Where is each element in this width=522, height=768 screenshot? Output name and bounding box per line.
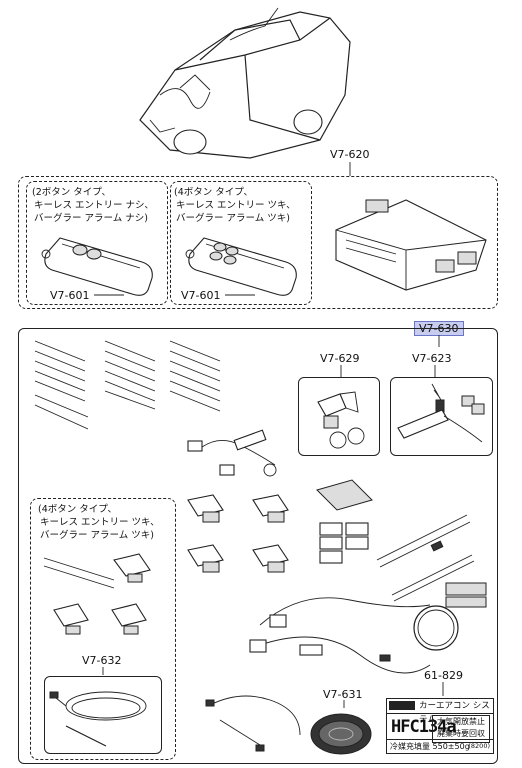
lower-group-frame [18, 328, 498, 764]
part-label-v7-601-b: V7-601 [181, 289, 221, 302]
label-footer: 冷媒充填量 550±50g (8200) [387, 739, 493, 753]
label-black-tag [389, 701, 415, 710]
v7-623-antenna [397, 383, 485, 443]
v7-631-siren [310, 713, 372, 755]
mounting-clips [187, 494, 289, 573]
lower-4button-note-3: バーグラー アラーム ツキ) [40, 530, 154, 541]
leader-61-829 [442, 682, 444, 696]
label-header: カーエアコン システム [387, 699, 493, 725]
leader-v7-631 [343, 700, 345, 708]
upper-group-frame [18, 176, 498, 309]
lower-4button-parts [43, 553, 151, 635]
part-label-v7-601-a: V7-601 [50, 289, 90, 302]
leader-v7-623 [434, 365, 436, 377]
lower-4button-note-1: (4ボタン タイプ、 [38, 504, 117, 515]
main-harness [249, 597, 431, 674]
long-cable-ties [376, 514, 487, 608]
v7-632-harness [49, 691, 147, 747]
refrigerant-label: カーエアコン システム HFC134a 大気開放禁止 廃棄時要回収 冷媒充填量 … [386, 698, 494, 754]
cable-ties-set [34, 340, 221, 430]
v7-629-sensor [317, 391, 365, 449]
label-warning: 大気開放禁止 廃棄時要回収 [432, 715, 490, 743]
part-label-v7-631: V7-631 [323, 688, 363, 701]
leader-v7-629 [340, 365, 342, 377]
part-label-v7-623: V7-623 [412, 352, 452, 365]
key-2button-note-2: キーレス エントリー ナシ、 [34, 200, 154, 211]
part-label-v7-632: V7-632 [82, 654, 122, 667]
control-module [335, 199, 487, 291]
leader-v7-601-b [225, 294, 255, 296]
part-label-v7-620: V7-620 [330, 148, 370, 161]
key-2button-frame [26, 181, 168, 305]
car-illustration [139, 7, 351, 159]
key-2button-note-1: (2ボタン タイプ、 [32, 187, 111, 198]
seal-ring [413, 605, 459, 651]
part-label-61-829: 61-829 [424, 669, 463, 682]
v7-629-frame [298, 377, 380, 456]
leader-v7-601-a [94, 294, 124, 296]
label-refrigerant: HFC134a [391, 717, 457, 737]
key-4button-note-2: キーレス エントリー ツキ、 [176, 200, 296, 211]
key-4button-fob [185, 237, 297, 296]
key-4button-note-1: (4ボタン タイプ、 [174, 187, 253, 198]
leader-v7-632 [102, 667, 104, 675]
leader-v7-630 [438, 335, 440, 347]
key-4button-frame [170, 181, 312, 305]
bottom-harness [205, 695, 301, 752]
v7-623-frame [390, 377, 493, 456]
leader-v7-620 [349, 162, 351, 176]
adhesive-pads [316, 479, 373, 564]
lower-4button-frame [30, 498, 176, 760]
key-2button-note-3: バーグラー アラーム ナシ) [34, 213, 148, 224]
key-4button-note-3: バーグラー アラーム ツキ) [176, 213, 290, 224]
key-2button-fob [41, 237, 153, 296]
harness-small [187, 429, 277, 477]
part-label-v7-629: V7-629 [320, 352, 360, 365]
v7-632-frame [44, 676, 162, 754]
lower-4button-note-2: キーレス エントリー ツキ、 [40, 517, 160, 528]
